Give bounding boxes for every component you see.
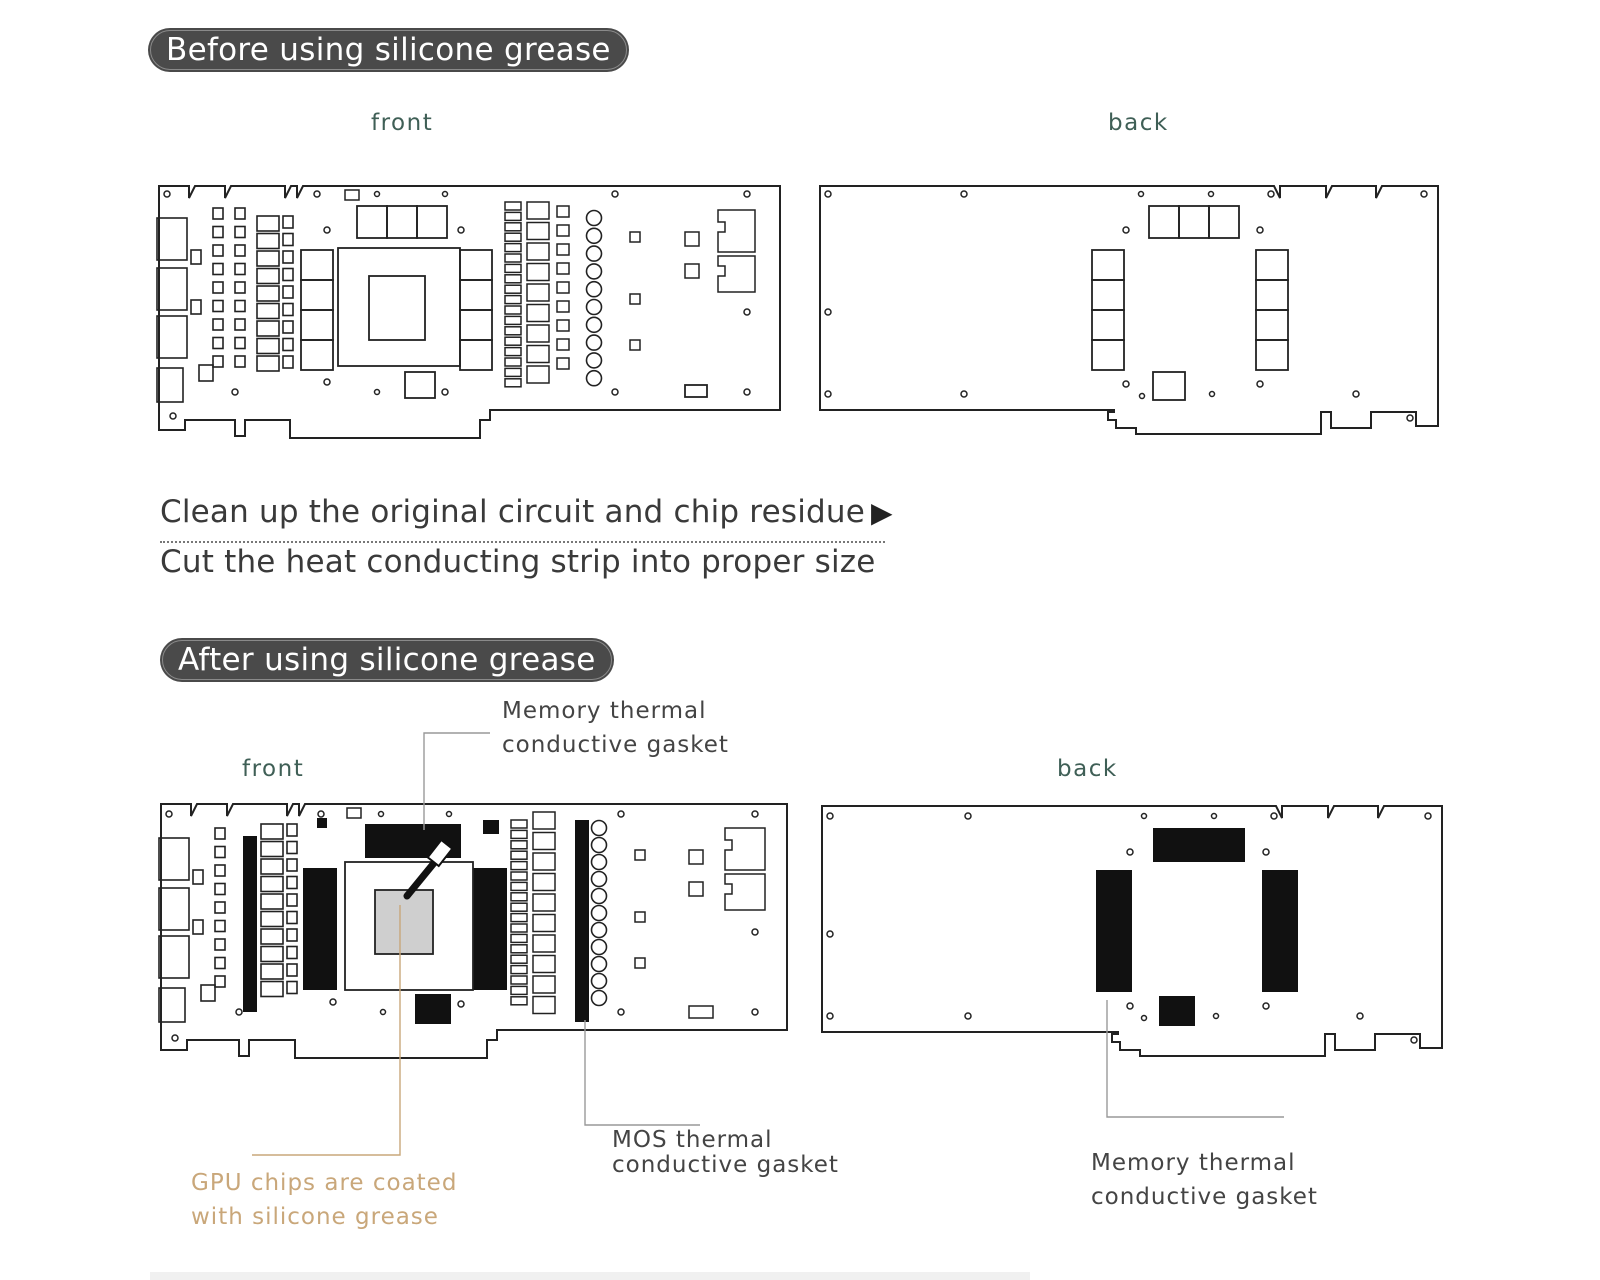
after-back-label: back bbox=[1057, 756, 1118, 782]
memory-gasket-front-line2: conductive gasket bbox=[502, 732, 729, 758]
dotted-divider bbox=[160, 541, 885, 543]
step-clean-up-text: Clean up the original circuit and chip r… bbox=[160, 494, 866, 530]
after-front-label: front bbox=[242, 756, 305, 782]
after-heading: After using silicone grease bbox=[160, 638, 614, 682]
leader-memory-back bbox=[1106, 1000, 1284, 1118]
memory-gasket-back-line2: conductive gasket bbox=[1091, 1184, 1318, 1210]
mos-pad bbox=[575, 820, 589, 1022]
after-back-board bbox=[821, 805, 1443, 1057]
before-front-label: front bbox=[371, 110, 434, 136]
gpu-grease-annotation: GPU chips are coated with silicone greas… bbox=[191, 1166, 457, 1234]
play-arrow-icon: ▶ bbox=[871, 496, 893, 529]
back-memory-pad-right bbox=[1262, 870, 1298, 992]
memory-pad-left-vram bbox=[303, 868, 337, 990]
before-back-board bbox=[819, 185, 1439, 435]
bottom-edge-shadow bbox=[150, 1272, 1030, 1280]
memory-gasket-front-line1: Memory thermal bbox=[502, 698, 707, 724]
leader-mos bbox=[584, 1020, 700, 1126]
memory-pad-bottom bbox=[415, 994, 451, 1024]
mos-gasket-line1: MOS thermal bbox=[612, 1127, 773, 1153]
memory-pad-right-vram bbox=[473, 868, 507, 990]
memory-gasket-back-line1: Memory thermal bbox=[1091, 1150, 1296, 1176]
before-front-board bbox=[156, 185, 781, 439]
after-front-board bbox=[158, 803, 788, 1059]
back-memory-pad-bottom bbox=[1159, 996, 1195, 1026]
leader-memory-front bbox=[423, 732, 490, 830]
mos-gasket-annotation: MOS thermal conductive gasket bbox=[612, 1128, 839, 1178]
step-cut-strip: Cut the heat conducting strip into prope… bbox=[160, 544, 876, 580]
memory-gasket-front-annotation: Memory thermal conductive gasket bbox=[502, 694, 729, 762]
step-clean-up: Clean up the original circuit and chip r… bbox=[160, 494, 893, 530]
back-memory-pad-left bbox=[1096, 870, 1132, 992]
gpu-grease-line1: GPU chips are coated bbox=[191, 1170, 458, 1196]
memory-gasket-back-annotation: Memory thermal conductive gasket bbox=[1091, 1146, 1318, 1214]
leader-gpu bbox=[252, 905, 401, 1156]
back-memory-pad-top bbox=[1153, 828, 1245, 862]
memory-pad-left bbox=[243, 836, 257, 1012]
before-back-label: back bbox=[1108, 110, 1169, 136]
mos-gasket-line2: conductive gasket bbox=[612, 1152, 839, 1178]
before-heading: Before using silicone grease bbox=[148, 28, 629, 72]
gpu-grease-line2: with silicone grease bbox=[191, 1204, 439, 1230]
